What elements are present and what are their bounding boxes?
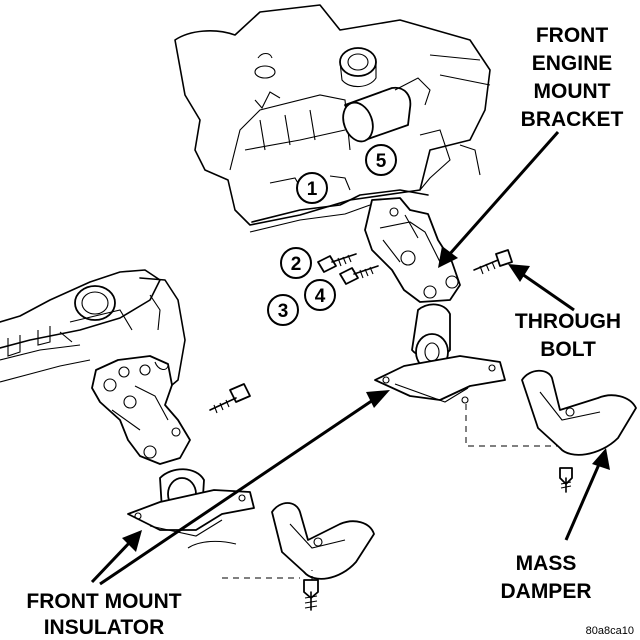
figure-code: 80a8ca10	[586, 625, 634, 637]
leader-through-bolt	[508, 264, 575, 312]
svg-text:DAMPER: DAMPER	[500, 580, 591, 603]
label-through-bolt: THROUGH BOLT	[515, 310, 621, 361]
callout-4: 4	[304, 279, 336, 311]
svg-text:INSULATOR: INSULATOR	[44, 616, 165, 639]
svg-text:BRACKET: BRACKET	[521, 108, 624, 131]
lower-through-bolt	[209, 383, 251, 414]
svg-text:MASS: MASS	[516, 552, 577, 575]
leader-bracket	[438, 131, 560, 268]
leader-mass-damper	[564, 448, 610, 541]
label-front-engine-mount-bracket: FRONT ENGINE MOUNT BRACKET	[521, 24, 624, 131]
lower-mass-damper	[271, 502, 375, 611]
bolt-2	[317, 253, 357, 273]
upper-mass-damper	[521, 369, 637, 493]
lower-mount-bracket	[91, 355, 191, 465]
svg-text:4: 4	[315, 286, 326, 307]
lower-engine-block	[0, 269, 186, 396]
svg-text:2: 2	[291, 254, 302, 275]
svg-text:FRONT: FRONT	[536, 24, 608, 47]
svg-text:MOUNT: MOUNT	[534, 80, 611, 103]
upper-insulator	[374, 303, 560, 447]
callout-3: 3	[267, 294, 299, 326]
svg-text:5: 5	[376, 151, 387, 172]
through-bolt	[473, 249, 513, 275]
upper-mount-bracket	[364, 197, 461, 303]
svg-text:1: 1	[307, 179, 318, 200]
label-mass-damper: MASS DAMPER	[500, 552, 591, 603]
callout-5: 5	[365, 144, 397, 176]
svg-text:3: 3	[278, 301, 289, 322]
bolt-4	[339, 265, 379, 285]
svg-text:BOLT: BOLT	[540, 338, 596, 361]
leader-insulator-lower	[90, 530, 142, 584]
callout-2: 2	[280, 247, 312, 279]
svg-text:ENGINE: ENGINE	[532, 52, 613, 75]
callout-1: 1	[296, 172, 328, 204]
svg-text:THROUGH: THROUGH	[515, 310, 621, 333]
svg-text:FRONT MOUNT: FRONT MOUNT	[26, 590, 181, 613]
label-front-mount-insulator: FRONT MOUNT INSULATOR	[26, 590, 181, 639]
leader-insulator-upper	[99, 390, 390, 586]
upper-engine-block	[174, 4, 491, 233]
